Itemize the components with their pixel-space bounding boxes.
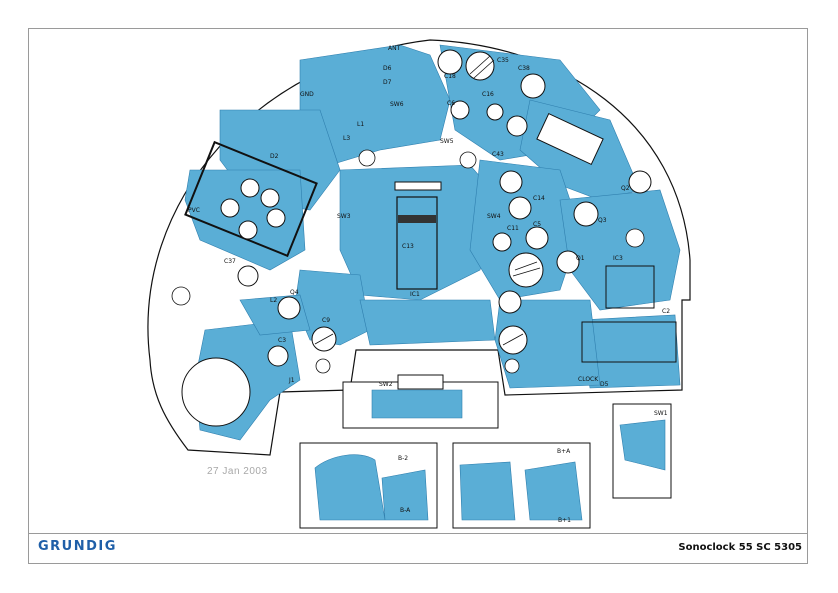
ic3-body	[605, 265, 655, 309]
electrolytic-capacitors	[237, 49, 652, 367]
label-q4: Q4	[290, 289, 299, 296]
battery-copper-right	[459, 461, 583, 521]
label-c16: C16	[482, 91, 494, 98]
c2-body	[581, 321, 677, 363]
label-pvc: PVC	[188, 207, 200, 214]
label-bpa: B+A	[557, 448, 571, 455]
model-name: Sonoclock 55 SC 5305	[678, 542, 802, 553]
capacitor-hatching	[314, 55, 541, 346]
label-ic3: IC3	[613, 255, 623, 262]
sw1-copper	[619, 419, 666, 471]
label-c37: C37	[224, 258, 236, 265]
label-q3: Q3	[598, 217, 607, 224]
label-j1: J1	[288, 377, 295, 384]
label-gnd: GND	[300, 91, 314, 98]
label-l2: L2	[270, 297, 277, 304]
label-c11: C11	[507, 225, 519, 232]
label-b2: B-2	[398, 455, 408, 462]
label-c9: C9	[322, 317, 330, 324]
date-stamp: 27 Jan 2003	[207, 466, 268, 477]
label-d6: D6	[383, 65, 392, 72]
tuning-capacitor	[184, 140, 318, 258]
label-sw3: SW3	[337, 213, 351, 220]
ic1-body	[396, 196, 438, 290]
drawing-frame	[28, 28, 808, 564]
label-ic1: IC1	[410, 291, 420, 298]
label-q1: Q1	[576, 255, 585, 262]
label-d7: D7	[383, 79, 392, 86]
label-bp1: B+1	[558, 517, 571, 524]
label-c5: C5	[533, 221, 541, 228]
mounting-holes	[171, 149, 645, 374]
title-block-divider	[28, 533, 808, 534]
sw2-copper	[371, 389, 463, 419]
label-sw1: SW1	[654, 410, 668, 417]
label-c14: C14	[533, 195, 545, 202]
label-d5: D5	[600, 381, 609, 388]
slot-cutout	[536, 112, 604, 166]
label-c43: C43	[492, 151, 504, 158]
label-c18: C18	[444, 73, 456, 80]
label-c6: C6	[447, 100, 455, 107]
ic1-label-bar	[394, 181, 442, 191]
label-ba: B-A	[400, 507, 411, 514]
ic1-heatsink	[398, 215, 436, 223]
label-c3: C3	[278, 337, 286, 344]
label-clock: CLOCK	[578, 376, 599, 383]
label-l3: L3	[343, 135, 350, 142]
label-c35: C35	[497, 57, 509, 64]
label-ant: ANT	[388, 45, 401, 52]
label-q2: Q2	[621, 185, 630, 192]
brand-logo: GRUNDIG	[38, 539, 117, 554]
label-sw6: SW6	[390, 101, 404, 108]
label-l1: L1	[357, 121, 364, 128]
label-c13: C13	[402, 243, 414, 250]
label-d2: D2	[270, 153, 279, 160]
speaker-cutout	[181, 357, 251, 427]
label-sw5: SW5	[440, 138, 454, 145]
label-c2: C2	[662, 308, 670, 315]
label-sw2: SW2	[379, 381, 393, 388]
label-sw4: SW4	[487, 213, 501, 220]
label-c38: C38	[518, 65, 530, 72]
battery-copper-left	[314, 454, 429, 521]
sw2-switch	[397, 374, 444, 390]
